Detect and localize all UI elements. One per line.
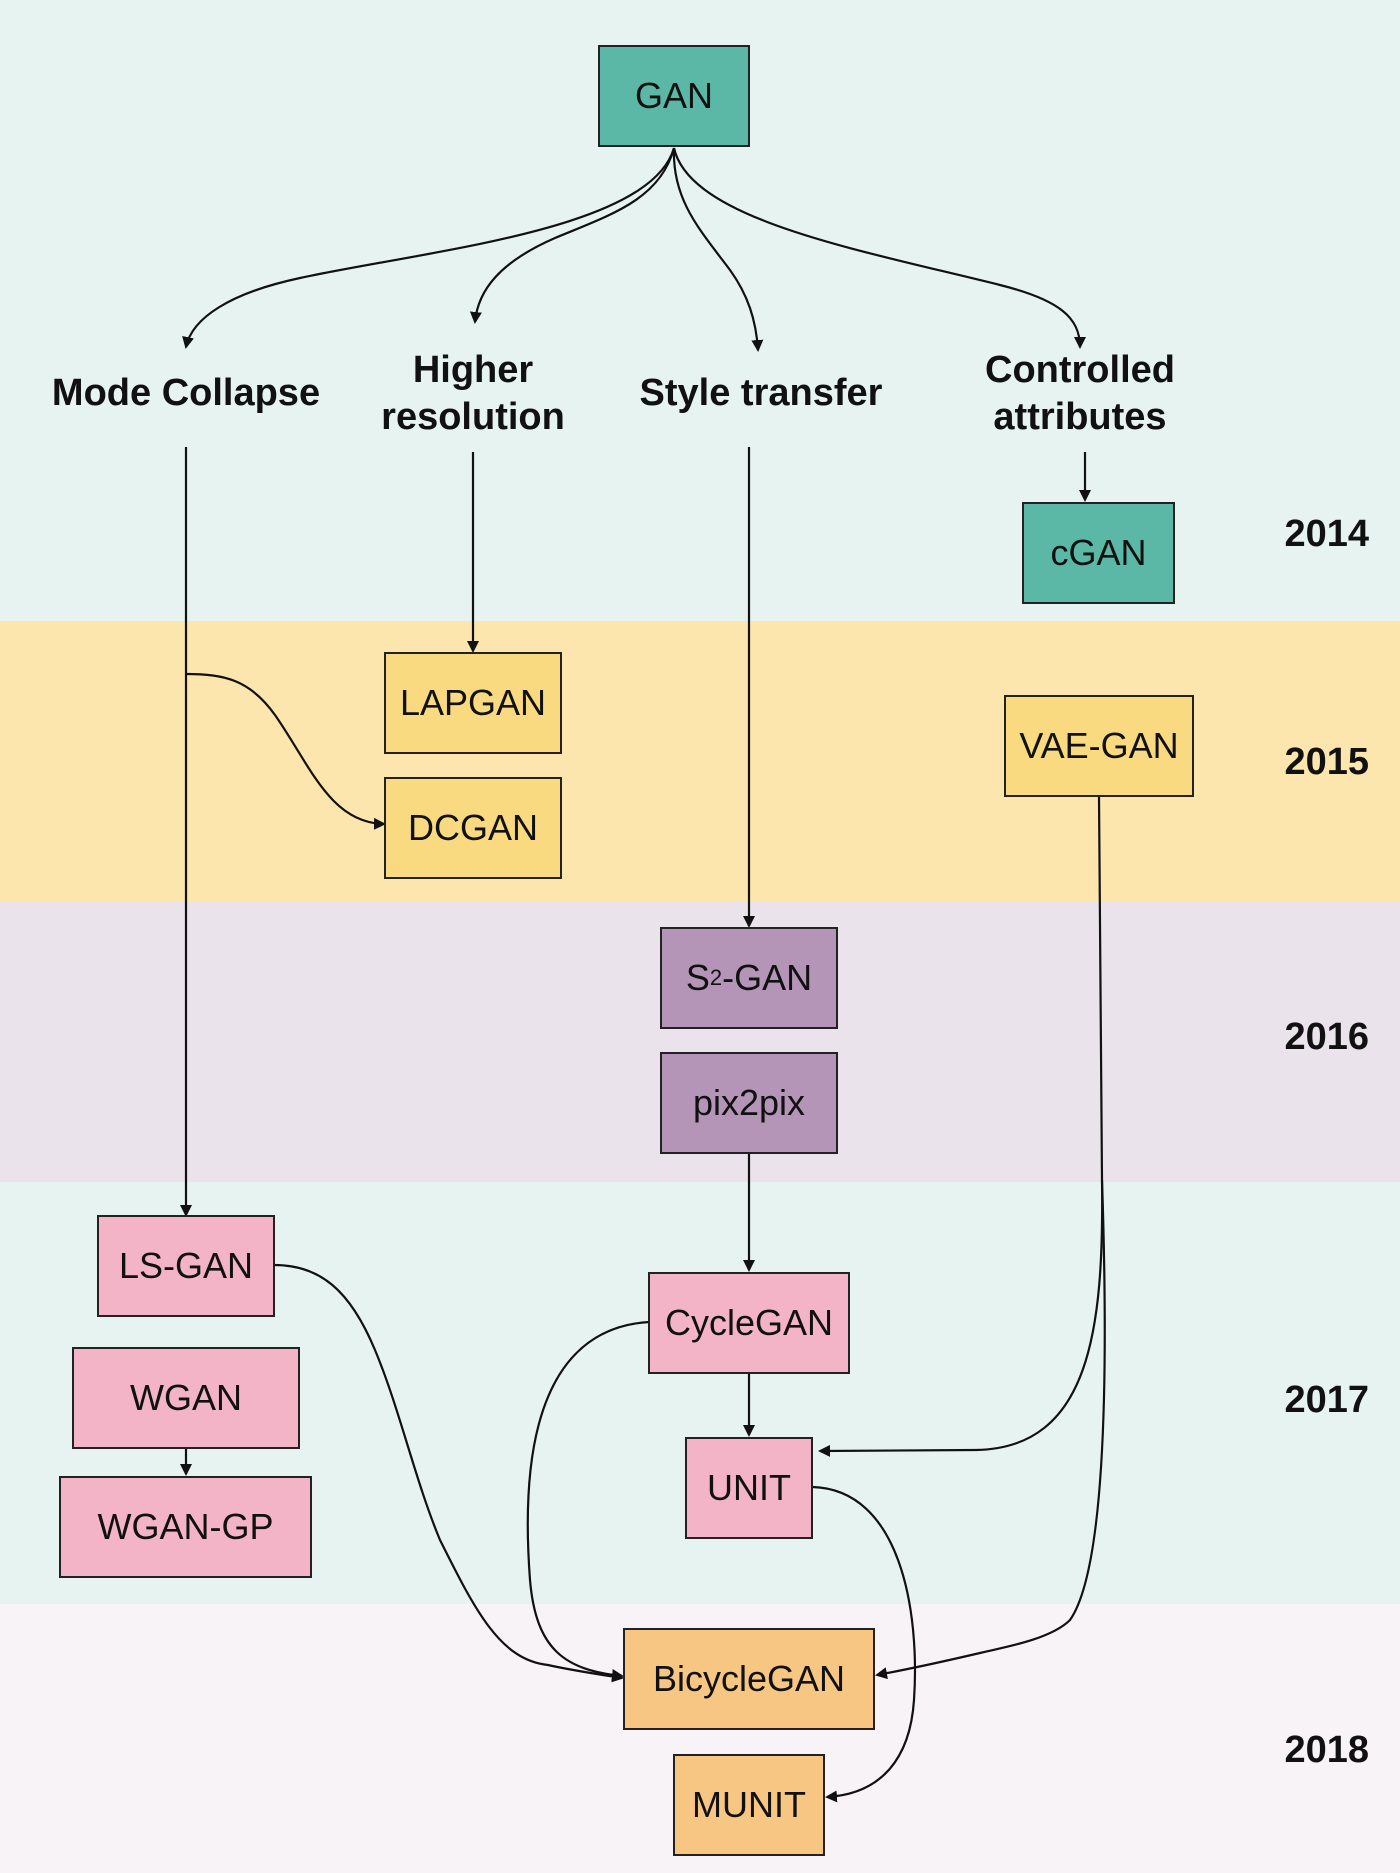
node-wgan-gp: WGAN-GP	[59, 1476, 312, 1578]
category-style-transfer: Style transfer	[639, 372, 883, 414]
node-lapgan: LAPGAN	[384, 652, 562, 754]
node-pix2pix: pix2pix	[660, 1052, 838, 1154]
node-unit: UNIT	[685, 1437, 813, 1539]
category-higher-resolution-line2: resolution	[381, 396, 565, 438]
category-controlled-attributes: Controlled attributes	[960, 347, 1200, 441]
category-higher-resolution: Higher resolution	[353, 347, 593, 441]
node-dcgan: DCGAN	[384, 777, 562, 879]
category-higher-resolution-line1: Higher	[412, 349, 534, 391]
node-vae-gan: VAE-GAN	[1004, 695, 1194, 797]
node-s2-gan-suffix: -GAN	[722, 957, 813, 998]
year-label-2015: 2015	[1284, 741, 1369, 783]
node-munit: MUNIT	[673, 1754, 825, 1856]
year-label-2016: 2016	[1284, 1016, 1369, 1058]
edge-gan-controlled-attributes	[672, 147, 1086, 349]
edge-gan-mode-collapse	[182, 147, 676, 349]
node-s2-gan-prefix: S	[685, 957, 710, 998]
edge-gan-style-transfer	[672, 147, 764, 352]
edge-lsgan-bicyclegan	[273, 1263, 624, 1683]
edge-cyclegan-bicyclegan	[526, 1320, 650, 1681]
year-label-2014: 2014	[1284, 513, 1369, 555]
edge-mode-collapse-dcgan	[185, 672, 386, 830]
node-cgan: cGAN	[1022, 502, 1175, 604]
edge-vaegan-unit	[818, 795, 1104, 1457]
edge-unit-munit	[812, 1485, 917, 1803]
category-mode-collapse: Mode Collapse	[51, 372, 321, 414]
category-controlled-attributes-line2: attributes	[993, 396, 1167, 438]
year-label-2018: 2018	[1284, 1729, 1369, 1771]
edge-vaegan-bicyclegan	[875, 1179, 1106, 1680]
node-wgan: WGAN	[72, 1347, 300, 1449]
year-label-2017: 2017	[1284, 1379, 1369, 1421]
category-controlled-attributes-line1: Controlled	[985, 349, 1175, 391]
node-gan: GAN	[598, 45, 750, 147]
node-cyclegan: CycleGAN	[648, 1272, 850, 1374]
node-bicyclegan: BicycleGAN	[623, 1628, 875, 1730]
node-ls-gan: LS-GAN	[97, 1215, 275, 1317]
edge-gan-higher-resolution	[469, 147, 676, 324]
